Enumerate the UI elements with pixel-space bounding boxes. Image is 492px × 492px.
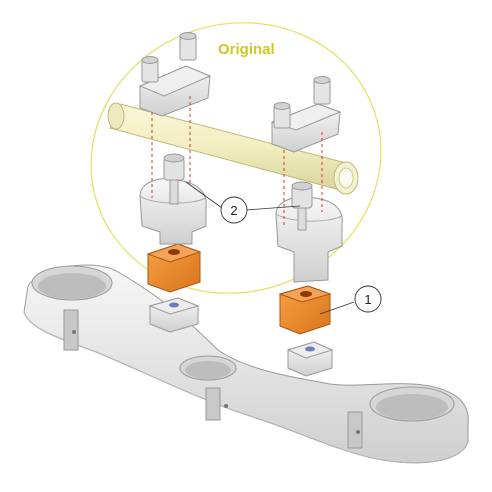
triple-clamp [23, 264, 469, 464]
assembly-axis-lines [151, 96, 323, 226]
callout-2: 2 [185, 181, 301, 224]
right-riser-base [286, 341, 334, 377]
original-boundary-ellipse [90, 22, 382, 294]
callout-1-number: 1 [364, 292, 371, 307]
handlebar-tube [107, 102, 359, 195]
callout-1: 1 [319, 285, 382, 315]
left-lower-clamp [139, 178, 207, 245]
left-clamp-bolt [163, 153, 185, 205]
right-lower-clamp [275, 196, 343, 283]
left-riser-base [148, 297, 200, 333]
callout-2-number: 2 [230, 203, 237, 218]
left-riser-spacer [146, 243, 202, 293]
right-riser-spacer [278, 285, 332, 335]
right-clamp-bolt [291, 181, 313, 231]
cap-screws [141, 32, 331, 129]
diagram-title: Original [218, 41, 275, 58]
